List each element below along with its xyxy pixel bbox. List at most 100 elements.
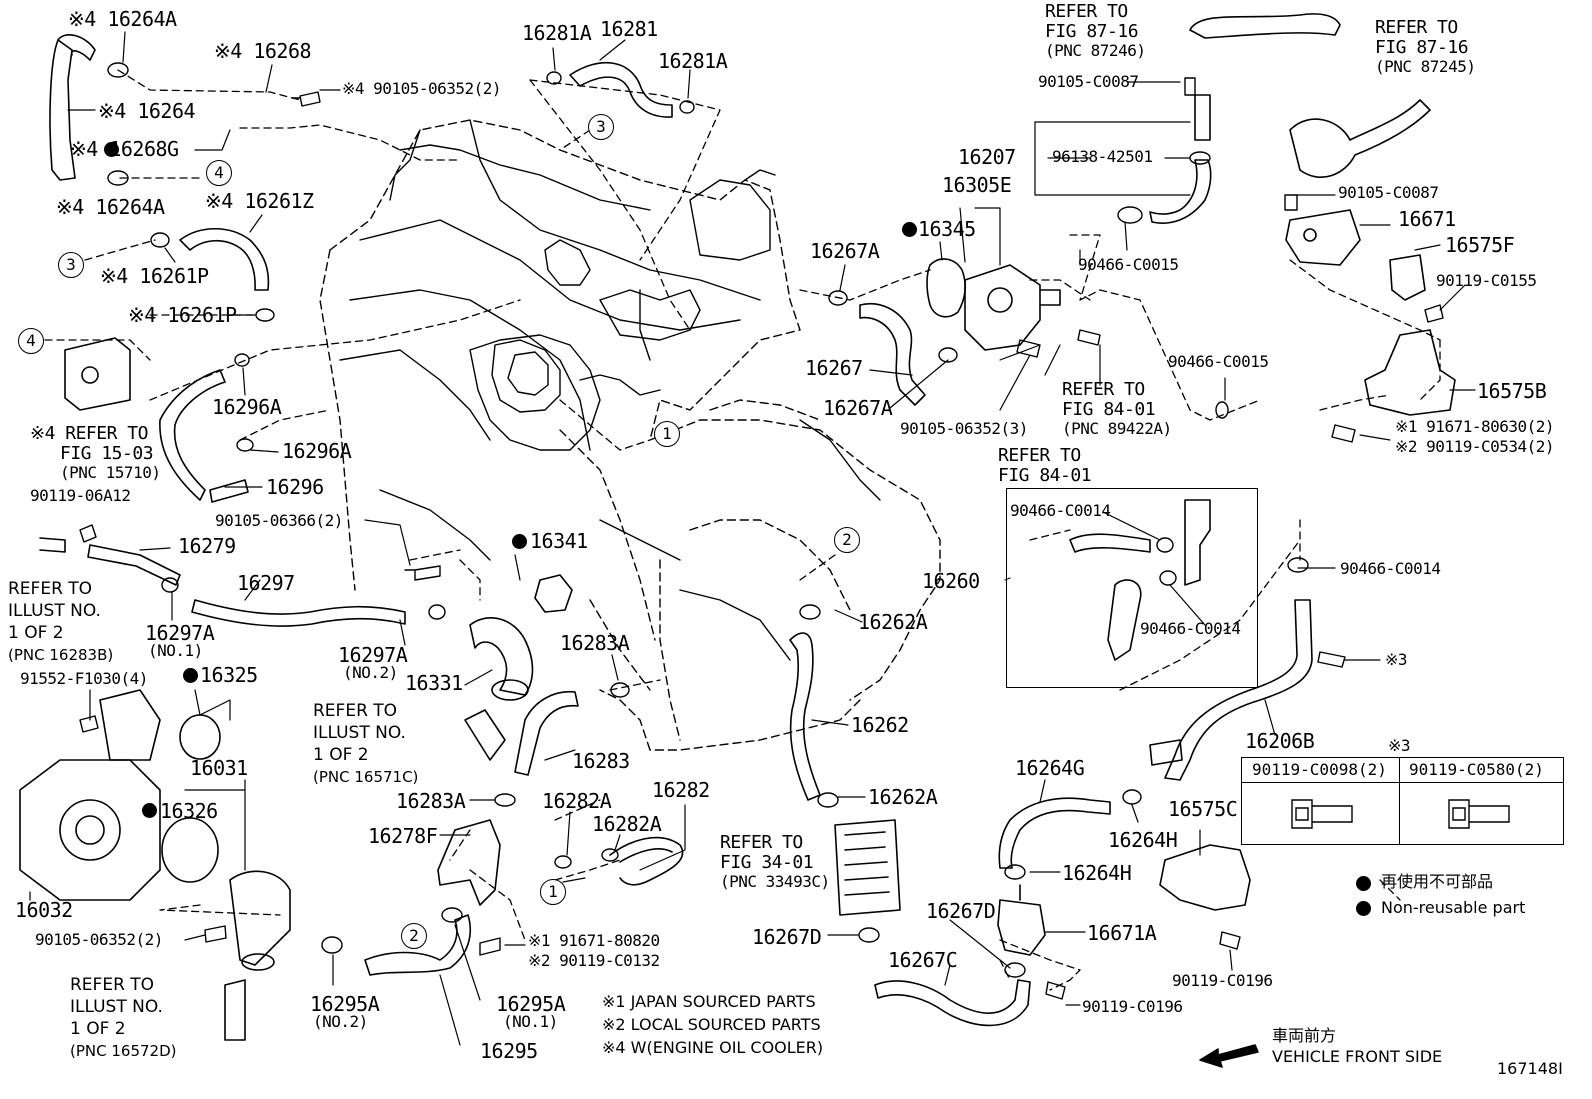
part-label: 16031 — [190, 756, 248, 780]
part-label: ※4 16261Z — [205, 189, 314, 213]
part-label: 16281A — [522, 21, 592, 45]
part-label: 90119-06A12 — [30, 486, 131, 505]
part-label: 16281 — [600, 17, 658, 41]
bolt-table-col1: 90119-C0098(2) — [1252, 760, 1387, 779]
callout-1: 1 — [654, 421, 680, 447]
callout-3: 3 — [58, 252, 84, 278]
non-reusable-mark — [104, 142, 119, 157]
part-label: 90466-C0014 — [1340, 559, 1441, 578]
part-label: 16575C — [1168, 797, 1238, 821]
bolt-icon — [1291, 799, 1353, 829]
part-label: 90466-C0015 — [1078, 255, 1179, 274]
part-label: 16331 — [405, 671, 463, 695]
part-label: 96138-42501 — [1052, 147, 1153, 166]
part-label: ※2 90119-C0132 — [528, 951, 660, 970]
part-label: 90466-C0015 — [1168, 352, 1269, 371]
part-label: 16206B — [1245, 729, 1315, 753]
part-label: 90119-C0196 — [1082, 997, 1183, 1016]
part-label: 16283 — [572, 749, 630, 773]
part-label: 16325 — [200, 663, 258, 687]
part-label: 16282A — [592, 812, 662, 836]
part-label: ※4 16264A — [56, 195, 165, 219]
part-label: 90105-06352(3) — [900, 419, 1028, 438]
part-label: 16264H — [1108, 828, 1178, 852]
part-label: 16264G — [1015, 756, 1085, 780]
part-label: 90105-C0087 — [1038, 72, 1139, 91]
part-label: 16267A — [823, 396, 893, 420]
part-label: (NO.2) — [343, 663, 398, 682]
part-label: 16297A — [338, 643, 408, 667]
part-label: 16262A — [858, 610, 928, 634]
legend-jp: 再使用不可部品 — [1381, 872, 1494, 891]
part-label: ※4 16261P — [100, 264, 209, 288]
part-label: 16267 — [805, 356, 863, 380]
group-dashed-lines — [44, 69, 1441, 991]
footnote-4: ※4 W(ENGINE OIL COOLER) — [602, 1038, 824, 1057]
part-label: (NO.2) — [313, 1012, 368, 1031]
part-label: 16295A — [310, 992, 380, 1016]
part-label: 16671A — [1087, 921, 1157, 945]
non-reusable-mark — [1356, 901, 1371, 916]
part-label: 16207 — [958, 145, 1016, 169]
callout-4: 4 — [206, 160, 232, 186]
footnote-1: ※1 JAPAN SOURCED PARTS — [602, 992, 816, 1011]
part-label: 16295 — [480, 1039, 538, 1063]
bolt-table-col2: 90119-C0580(2) — [1409, 760, 1544, 779]
callout-4: 4 — [18, 328, 44, 354]
part-label: (NO.1) — [148, 641, 203, 660]
part-label: ※4 16268G — [70, 137, 179, 161]
part-label: 16264H — [1062, 861, 1132, 885]
part-label: 91552-F1030(4) — [20, 669, 148, 688]
part-label: 16278F — [368, 824, 438, 848]
part-label: 90105-06366(2) — [215, 511, 343, 530]
part-label: 16267C — [888, 948, 958, 972]
part-label: 16267D — [752, 925, 822, 949]
non-reusable-mark — [183, 668, 198, 683]
part-label: 16295A — [496, 992, 566, 1016]
part-label: ※1 91671-80630(2) — [1395, 417, 1555, 436]
bolt-icon — [1448, 799, 1510, 829]
part-label: 16296A — [212, 395, 282, 419]
part-label: ※1 91671-80820 — [528, 931, 660, 950]
part-label: 16267D — [926, 899, 996, 923]
part-label: 90466-C0014 — [1140, 619, 1241, 638]
part-label: 90105-06352(2) — [35, 930, 163, 949]
bolt-table-title: ※3 — [1388, 736, 1411, 755]
part-label: 16262 — [851, 713, 909, 737]
part-label: ※2 90119-C0534(2) — [1395, 437, 1555, 456]
callout-2: 2 — [834, 527, 860, 553]
part-label: ※4 16264A — [68, 7, 177, 31]
vehicle-front-arrow — [1199, 1044, 1259, 1068]
group-box-16260 — [1006, 488, 1258, 688]
part-label: 16281A — [658, 49, 728, 73]
clamps-bolts — [79, 62, 1444, 1000]
callout-2: 2 — [401, 923, 427, 949]
part-label: ※3 — [1385, 650, 1408, 669]
non-reusable-mark — [512, 534, 527, 549]
part-label: ※4 90105-06352(2) — [342, 79, 502, 98]
part-label: 90105-C0087 — [1338, 183, 1439, 202]
callout-1: 1 — [540, 879, 566, 905]
part-label: 16279 — [178, 534, 236, 558]
part-label: 16305E — [942, 173, 1012, 197]
part-label: 16297A — [145, 621, 215, 645]
part-label: 16575B — [1477, 379, 1547, 403]
part-label: 16297 — [237, 571, 295, 595]
part-label: 16296 — [266, 475, 324, 499]
part-label: 16671 — [1398, 207, 1456, 231]
bolt-table: 90119-C0098(2) 90119-C0580(2) — [1241, 757, 1564, 845]
legend-en: Non-reusable part — [1381, 898, 1526, 917]
footnote-2: ※2 LOCAL SOURCED PARTS — [602, 1015, 821, 1034]
part-label: 16282A — [542, 789, 612, 813]
part-label: 16267A — [810, 239, 880, 263]
non-reusable-mark — [902, 222, 917, 237]
part-label: ※4 16268 — [214, 39, 312, 63]
